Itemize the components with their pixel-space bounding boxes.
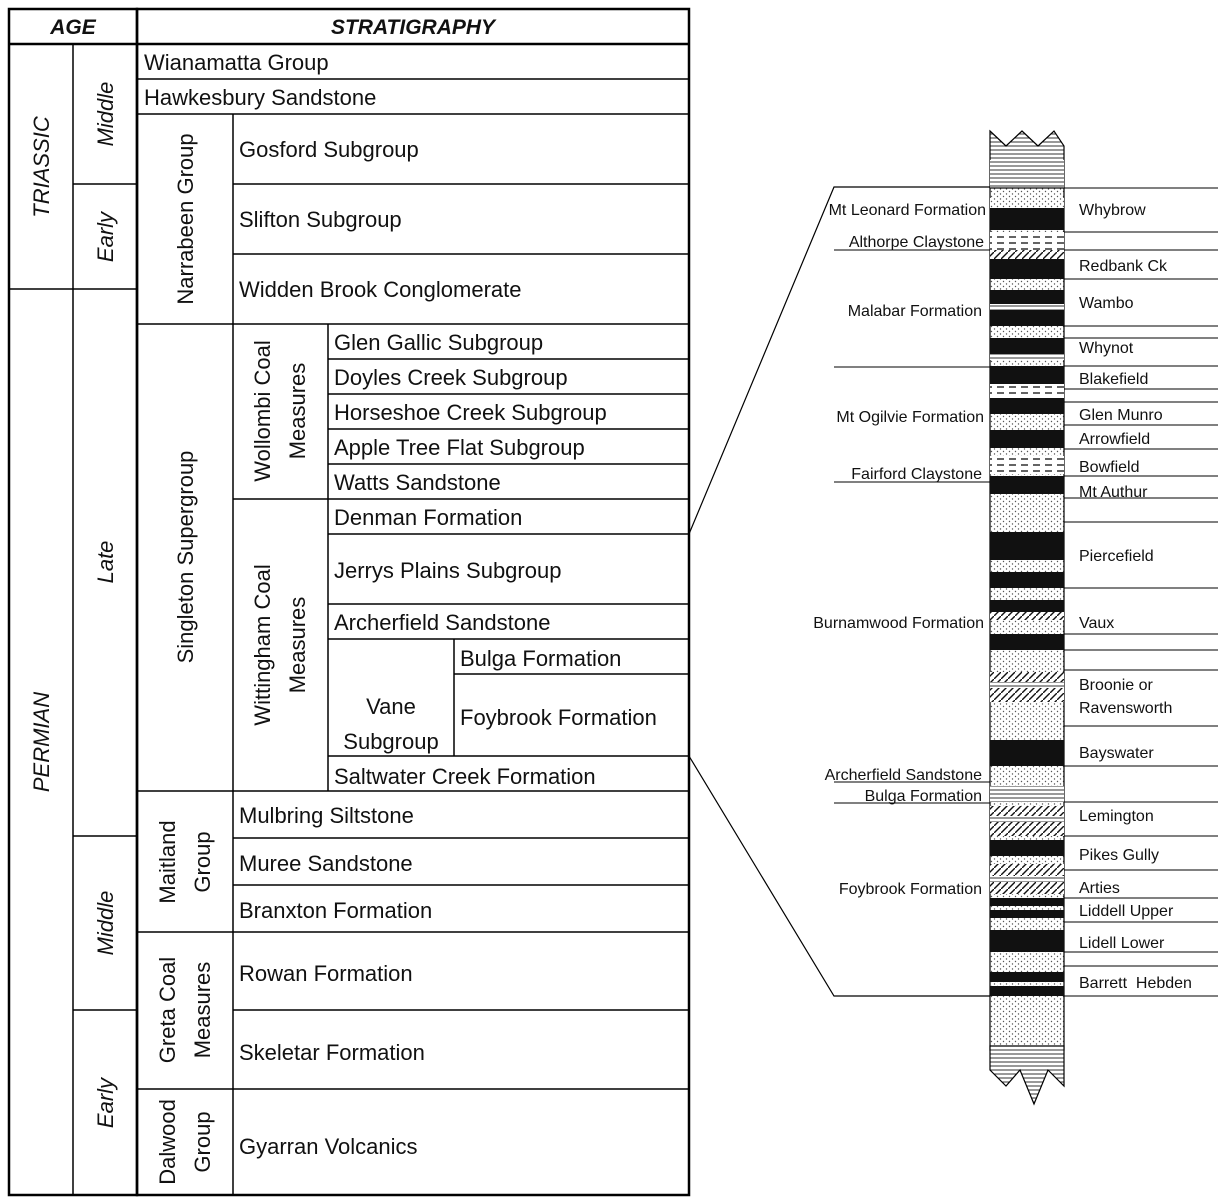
- group-wittingham-line1: Wittingham Coal: [250, 564, 275, 725]
- unit-gyarran: Gyarran Volcanics: [239, 1134, 418, 1159]
- seam-arties: Arties: [1079, 880, 1120, 897]
- epoch-permian-late: Late: [93, 541, 118, 584]
- formation-bulga: Bulga Formation: [865, 788, 982, 805]
- formation-archerfield: Archerfield Sandstone: [825, 767, 983, 784]
- group-dalwood-line2: Group: [190, 1111, 215, 1172]
- formation-foybrook: Foybrook Formation: [839, 881, 982, 898]
- group-greta-line2: Measures: [190, 962, 215, 1059]
- seam-whynot: Whynot: [1079, 340, 1134, 357]
- unit-foybrook: Foybrook Formation: [460, 705, 657, 730]
- formation-althorpe: Althorpe Claystone: [849, 234, 984, 251]
- formation-boundaries: [834, 249, 990, 804]
- group-wollombi-line1: Wollombi Coal: [250, 340, 275, 481]
- unit-muree: Muree Sandstone: [239, 851, 413, 876]
- column-formation-labels: Mt Leonard Formation Althorpe Claystone …: [813, 202, 986, 898]
- seam-vaux: Vaux: [1079, 615, 1114, 632]
- expansion-connectors: [688, 186, 990, 997]
- epoch-permian-early: Early: [93, 1076, 118, 1128]
- unit-archerfield: Archerfield Sandstone: [334, 610, 550, 635]
- formation-mt-leonard: Mt Leonard Formation: [829, 202, 986, 219]
- group-maitland-line1: Maitland: [155, 820, 180, 903]
- epoch-triassic-early: Early: [93, 210, 118, 262]
- seam-broonie-line2: Ravensworth: [1079, 700, 1172, 717]
- group-maitland-line2: Group: [190, 831, 215, 892]
- unit-doyles: Doyles Creek Subgroup: [334, 365, 568, 390]
- seam-broonie-line1: Broonie or: [1079, 677, 1153, 694]
- group-wittingham-line2: Measures: [285, 597, 310, 694]
- seam-lidell-lower: Lidell Lower: [1079, 935, 1165, 952]
- seam-barrett-hebden: Barrett Hebden: [1079, 975, 1192, 992]
- seam-blakefield: Blakefield: [1079, 371, 1148, 388]
- formation-malabar: Malabar Formation: [848, 303, 982, 320]
- group-narrabeen: Narrabeen Group: [173, 133, 198, 304]
- unit-rowan: Rowan Formation: [239, 961, 413, 986]
- group-dalwood-line1: Dalwood: [155, 1099, 180, 1185]
- formation-fairford: Fairford Claystone: [851, 466, 982, 483]
- unit-branxton: Branxton Formation: [239, 898, 432, 923]
- seam-bayswater: Bayswater: [1079, 745, 1154, 762]
- seam-piercefield: Piercefield: [1079, 548, 1154, 565]
- seam-lemington: Lemington: [1079, 808, 1154, 825]
- seam-mt-authur: Mt Authur: [1079, 484, 1148, 501]
- unit-widden: Widden Brook Conglomerate: [239, 277, 521, 302]
- unit-mulbring: Mulbring Siltstone: [239, 803, 414, 828]
- group-vane-line2: Subgroup: [343, 729, 438, 754]
- seam-arrowfield: Arrowfield: [1079, 431, 1150, 448]
- seam-boundaries: [1064, 187, 1218, 997]
- epoch-triassic-middle: Middle: [93, 82, 118, 147]
- unit-saltwater: Saltwater Creek Formation: [334, 764, 596, 789]
- unit-slifton: Slifton Subgroup: [239, 207, 402, 232]
- unit-watts: Watts Sandstone: [334, 470, 501, 495]
- group-vane-line1: Vane: [366, 694, 416, 719]
- stratigraphy-header: STRATIGRAPHY: [331, 16, 497, 39]
- seam-pikes-gully: Pikes Gully: [1079, 847, 1159, 864]
- seam-wambo: Wambo: [1079, 295, 1134, 312]
- epoch-permian-middle: Middle: [93, 891, 118, 956]
- period-triassic: TRIASSIC: [29, 116, 54, 218]
- seam-liddell-upper: Liddell Upper: [1079, 903, 1174, 920]
- seam-whybrow: Whybrow: [1079, 202, 1146, 219]
- formation-mt-ogilvie: Mt Ogilvie Formation: [836, 409, 984, 426]
- age-header: AGE: [49, 16, 97, 39]
- seam-labels: Whybrow Redbank Ck Wambo Whynot Blakefie…: [1079, 202, 1192, 992]
- unit-hawkesbury: Hawkesbury Sandstone: [144, 85, 376, 110]
- formation-burnamwood: Burnamwood Formation: [813, 615, 984, 632]
- seam-bowfield: Bowfield: [1079, 459, 1139, 476]
- unit-jerrys: Jerrys Plains Subgroup: [334, 558, 561, 583]
- stratigraphy-table: AGE STRATIGRAPHY TRIASSIC PERMIAN Middle…: [7, 7, 691, 1197]
- unit-glen-gallic: Glen Gallic Subgroup: [334, 330, 543, 355]
- stratigraphic-column: [989, 129, 1065, 1106]
- seam-redbank: Redbank Ck: [1079, 258, 1168, 275]
- unit-skeletar: Skeletar Formation: [239, 1040, 425, 1065]
- group-singleton: Singleton Supergroup: [173, 451, 198, 664]
- group-greta-line1: Greta Coal: [155, 957, 180, 1063]
- unit-gosford: Gosford Subgroup: [239, 137, 419, 162]
- unit-apple-tree: Apple Tree Flat Subgroup: [334, 435, 585, 460]
- unit-wianamatta: Wianamatta Group: [144, 50, 329, 75]
- group-wollombi-line2: Measures: [285, 363, 310, 460]
- unit-bulga: Bulga Formation: [460, 646, 621, 671]
- period-permian: PERMIAN: [29, 692, 54, 792]
- unit-denman: Denman Formation: [334, 505, 522, 530]
- seam-glen-munro: Glen Munro: [1079, 407, 1163, 424]
- unit-horseshoe: Horseshoe Creek Subgroup: [334, 400, 607, 425]
